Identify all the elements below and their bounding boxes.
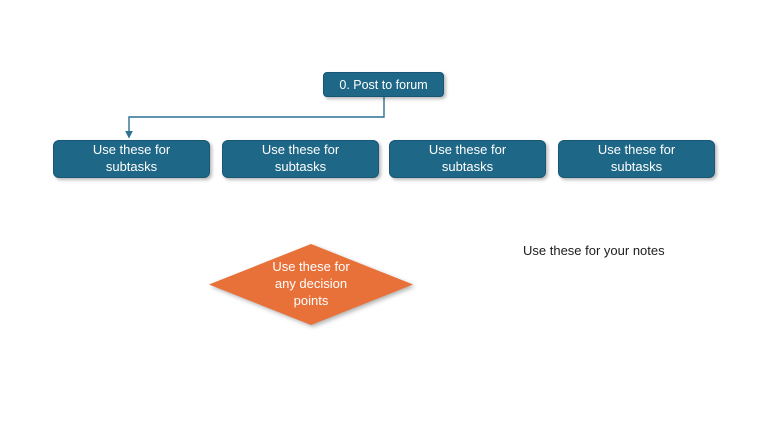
node-subtask-4-label: Use these for subtasks xyxy=(597,142,676,174)
connector-line xyxy=(128,97,385,132)
node-subtask-1-label: Use these for subtasks xyxy=(92,142,171,174)
arrowhead-icon xyxy=(125,131,133,139)
node-decision-label: Use these for any decision points xyxy=(272,259,350,308)
notes-text: Use these for your notes xyxy=(523,243,665,258)
node-decision[interactable]: Use these for any decision points xyxy=(209,244,413,325)
node-subtask-4[interactable]: Use these for subtasks xyxy=(558,140,715,178)
node-subtask-2-label: Use these for subtasks xyxy=(261,142,340,174)
node-subtask-1[interactable]: Use these for subtasks xyxy=(53,140,210,178)
node-subtask-3[interactable]: Use these for subtasks xyxy=(389,140,546,178)
node-subtask-2[interactable]: Use these for subtasks xyxy=(222,140,379,178)
node-subtask-3-label: Use these for subtasks xyxy=(428,142,507,174)
decision-diamond-shape: Use these for any decision points xyxy=(209,244,413,325)
node-post-to-forum-label: 0. Post to forum xyxy=(339,77,428,92)
node-post-to-forum[interactable]: 0. Post to forum xyxy=(323,72,444,97)
